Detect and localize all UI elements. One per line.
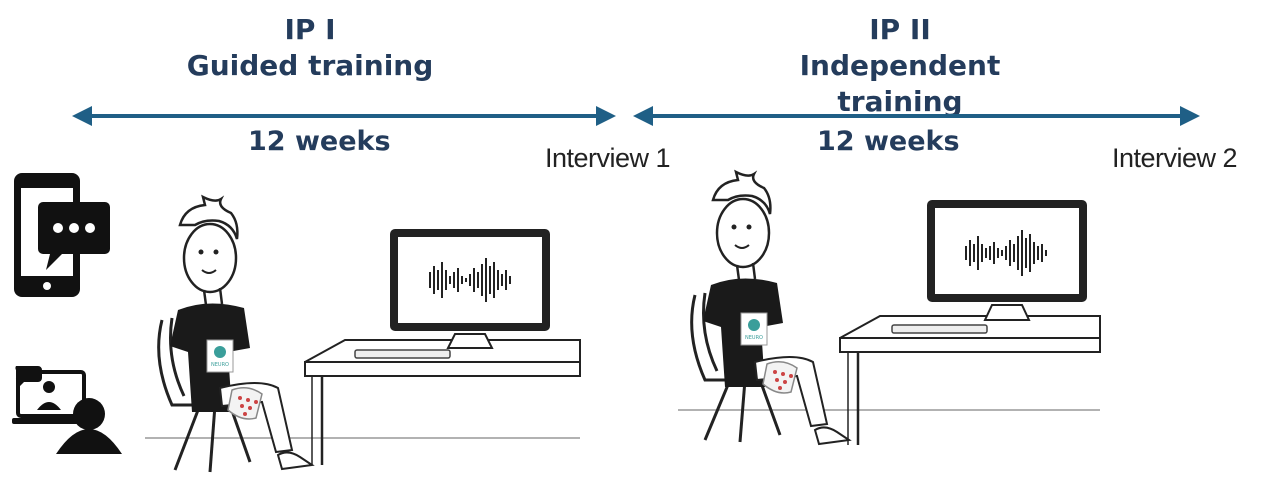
monitor-2 [927, 200, 1087, 321]
phase-2-duration: 12 weeks [817, 126, 960, 157]
scene-1-guided-training: NEURO [145, 194, 581, 473]
phase-2-id: IP II [869, 13, 931, 46]
badge-label-2: NEURO [745, 335, 763, 341]
monitor-1 [390, 229, 550, 349]
interview-1-label: Interview 1 [545, 143, 671, 173]
person-1: NEURO [170, 194, 315, 471]
audio-waveform-1 [429, 258, 511, 302]
phase-1-title: IP I Guided training [160, 12, 460, 84]
smartphone-chat-icon [14, 173, 110, 297]
person-2: NEURO [703, 169, 852, 446]
interview-2-label: Interview 2 [1112, 143, 1238, 173]
phase-1-name: Guided training [186, 49, 434, 82]
video-call-icon [12, 366, 122, 454]
badge-label-1: NEURO [211, 362, 229, 368]
desk-2 [839, 315, 1101, 445]
audio-waveform-2 [965, 230, 1047, 276]
chair-2 [690, 292, 785, 443]
scene-2-independent-training: NEURO [678, 169, 1101, 446]
desk-1 [304, 339, 581, 465]
phase-1-id: IP I [284, 13, 336, 46]
phase-1-duration: 12 weeks [248, 126, 391, 157]
